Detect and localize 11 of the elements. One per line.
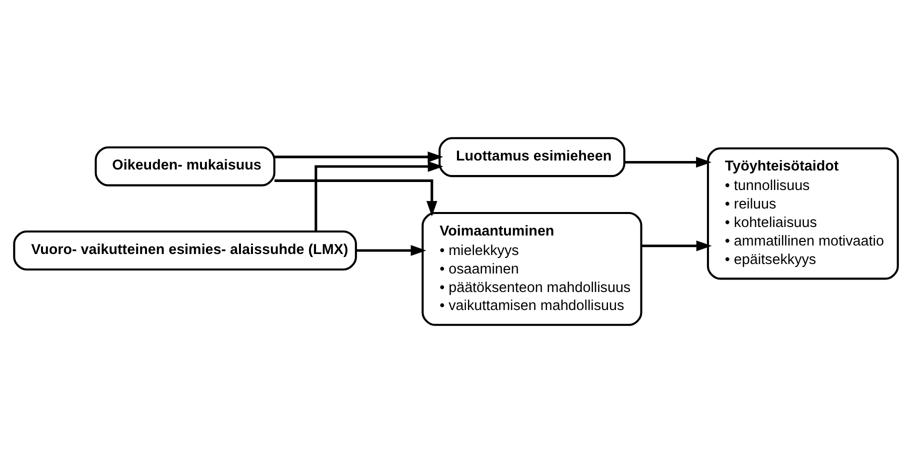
node-box: Voimaantuminen • mielekkyys • osaaminen • päätöksenteon mahdollisuus • vaikuttamisen mahdollisuus <box>422 212 642 326</box>
node-box: Vuoro- vaikutteinen esimies- alaissuhde (LMX) <box>13 230 357 270</box>
arrow <box>624 156 712 168</box>
arrow <box>641 240 712 252</box>
node-box: Työyhteisötaidot • tunnollisuus • reiluus • kohteliaisuus • ammatillinen motivaatio • epäitsekkyys <box>706 147 899 280</box>
node-box: Oikeuden- mukaisuus <box>94 146 276 186</box>
arrow <box>356 245 426 256</box>
arrow <box>274 152 444 162</box>
arrow <box>314 161 444 232</box>
node-box: Luottamus esimieheen <box>438 137 626 178</box>
arrow <box>274 179 438 216</box>
